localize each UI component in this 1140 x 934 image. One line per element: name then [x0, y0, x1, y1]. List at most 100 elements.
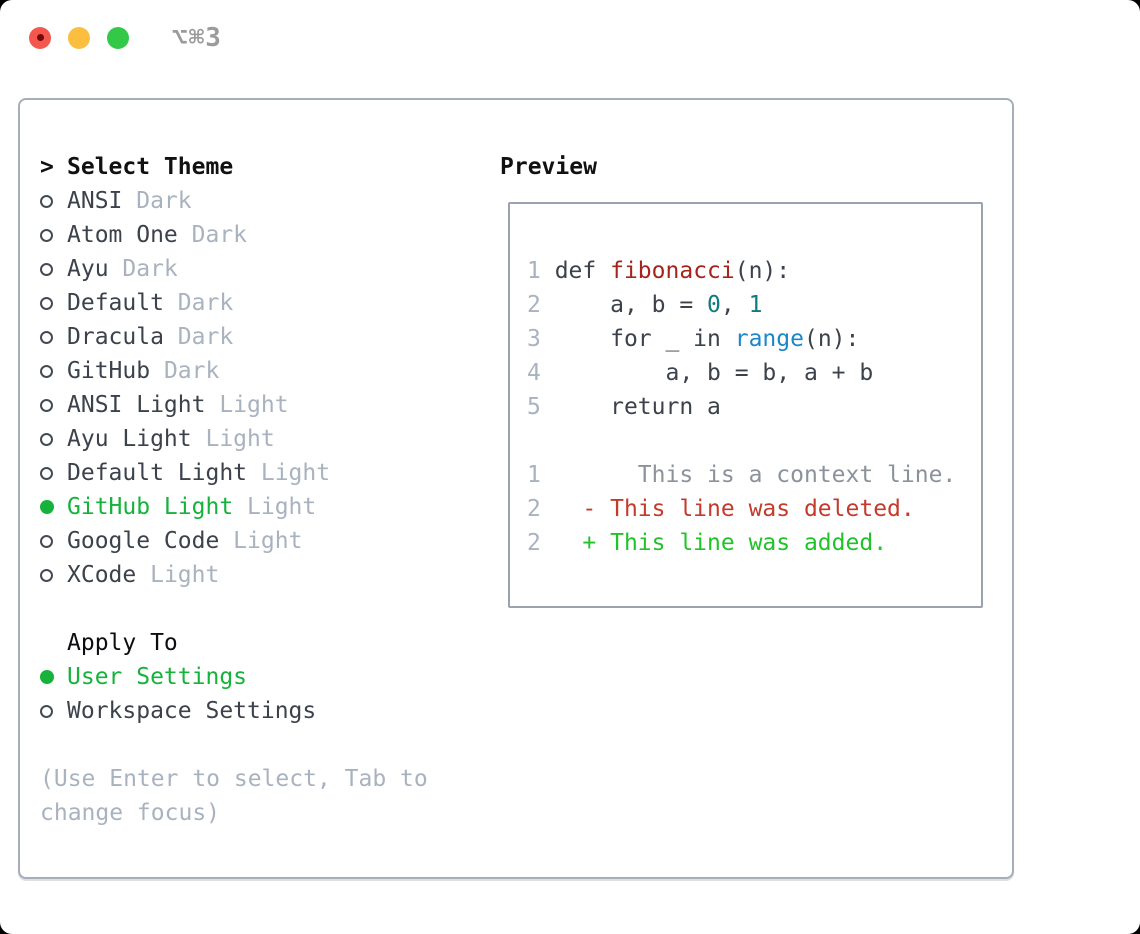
- radio-icon: [40, 296, 53, 310]
- theme-option-ayu[interactable]: Ayu Dark: [40, 252, 500, 286]
- hint-line-2: change focus): [40, 800, 221, 826]
- theme-option-google-code[interactable]: Google Code Light: [40, 524, 500, 558]
- option-label: XCode: [67, 562, 137, 588]
- minimize-button[interactable]: [68, 26, 90, 49]
- apply-option-user-settings[interactable]: User Settings: [40, 660, 500, 694]
- code-line: 1 def fibonacci(n):: [527, 254, 981, 288]
- code-token-num: 1: [748, 292, 763, 318]
- option-label: Ayu Light: [67, 426, 192, 452]
- code-token-num: 0: [707, 292, 721, 318]
- code-token-code: def: [540, 258, 611, 284]
- theme-option-github[interactable]: GitHub Dark: [40, 354, 500, 388]
- code-token-del: - This line was deleted.: [540, 496, 915, 522]
- apply-to-header: Apply To: [40, 626, 500, 660]
- option-label: Ayu: [67, 256, 109, 282]
- theme-variant-tag: Light: [136, 562, 220, 588]
- line-number: 2: [527, 530, 541, 556]
- theme-option-atom-one[interactable]: Atom One Dark: [40, 218, 500, 252]
- apply-option-workspace-settings[interactable]: Workspace Settings: [40, 694, 500, 728]
- radio-icon: [40, 398, 53, 412]
- option-label: Default Light: [67, 460, 248, 486]
- code-line: 5 return a: [527, 390, 981, 424]
- code-token-code: for _ in: [540, 326, 735, 352]
- theme-option-xcode[interactable]: XCode Light: [40, 558, 500, 592]
- theme-variant-tag: Light: [247, 460, 331, 486]
- window-title: ⌥⌘3: [172, 22, 222, 53]
- theme-option-default-light[interactable]: Default Light Light: [40, 456, 500, 490]
- code-token-code: (n):: [803, 326, 860, 352]
- line-number: 5: [527, 394, 541, 420]
- code-line: 2 - This line was deleted.: [527, 492, 981, 526]
- code-line: 2 + This line was added.: [527, 526, 981, 560]
- option-label: ANSI Light: [67, 392, 206, 418]
- code-token-fn: fibonacci: [610, 258, 735, 284]
- radio-icon: [40, 194, 53, 208]
- option-label: Atom One: [67, 222, 178, 248]
- code-token-code: ,: [720, 292, 749, 318]
- theme-variant-tag: Dark: [150, 358, 220, 384]
- code-token-add: + This line was added.: [540, 530, 888, 556]
- code-line: 1 This is a context line.: [527, 458, 981, 492]
- radio-icon: [40, 330, 53, 344]
- theme-variant-tag: Dark: [163, 324, 234, 350]
- spacer: [40, 592, 500, 626]
- radio-icon: [40, 228, 53, 242]
- code-token-code: a, b = b, a + b: [540, 360, 874, 386]
- theme-option-ansi-light[interactable]: ANSI Light Light: [40, 388, 500, 422]
- option-label: GitHub Light: [67, 494, 234, 520]
- line-number: 2: [527, 292, 541, 318]
- code-line: [527, 424, 981, 458]
- option-label: Google Code: [67, 528, 220, 554]
- code-token-builtin: range: [734, 326, 804, 352]
- hint-line-1: (Use Enter to select, Tab to: [40, 766, 428, 792]
- select-theme-header: > Select Theme: [40, 150, 500, 184]
- option-label: Workspace Settings: [67, 698, 317, 724]
- code-token-code: return a: [540, 394, 721, 420]
- radio-icon: [40, 534, 53, 548]
- theme-option-default[interactable]: Default Dark: [40, 286, 500, 320]
- radio-icon: [40, 432, 53, 446]
- radio-selected-icon: [40, 500, 54, 514]
- radio-icon: [40, 364, 53, 378]
- theme-variant-tag: Light: [191, 426, 275, 452]
- option-label: Dracula: [67, 324, 164, 350]
- theme-variant-tag: Light: [205, 392, 289, 418]
- radio-selected-icon: [40, 670, 54, 684]
- theme-option-dracula[interactable]: Dracula Dark: [40, 320, 500, 354]
- code-line: 3 for _ in range(n):: [527, 322, 981, 356]
- radio-icon: [40, 262, 53, 276]
- line-number: 3: [527, 326, 541, 352]
- radio-icon: [40, 466, 53, 480]
- theme-variant-tag: Dark: [177, 222, 248, 248]
- theme-option-github-light[interactable]: GitHub Light Light: [40, 490, 500, 524]
- code-line: 4 a, b = b, a + b: [527, 356, 981, 390]
- theme-variant-tag: Dark: [122, 188, 192, 214]
- code-token-code: (n):: [734, 258, 791, 284]
- spacer: [40, 728, 500, 762]
- close-button[interactable]: [29, 26, 51, 49]
- theme-variant-tag: Dark: [163, 290, 234, 316]
- line-number: 1: [527, 258, 541, 284]
- option-label: ANSI: [67, 188, 123, 214]
- preview-column: Preview 1 def fibonacci(n):2 a, b = 0, 1…: [500, 150, 1012, 877]
- apply-to-header-label: Apply To: [67, 630, 178, 656]
- preview-header-label: Preview: [500, 154, 597, 180]
- cursor-caret-icon: >: [40, 154, 54, 180]
- theme-variant-tag: Light: [233, 494, 317, 520]
- theme-option-ayu-light[interactable]: Ayu Light Light: [40, 422, 500, 456]
- theme-option-ansi[interactable]: ANSI Dark: [40, 184, 500, 218]
- select-theme-header-label: Select Theme: [67, 154, 234, 180]
- radio-icon: [40, 704, 53, 718]
- code-token-ctx: This is a context line.: [540, 462, 957, 488]
- line-number: 2: [527, 496, 541, 522]
- titlebar: ⌥⌘3: [0, 0, 1140, 75]
- zoom-button[interactable]: [107, 26, 129, 49]
- theme-variant-tag: Light: [219, 528, 303, 554]
- theme-variant-tag: Dark: [108, 256, 178, 282]
